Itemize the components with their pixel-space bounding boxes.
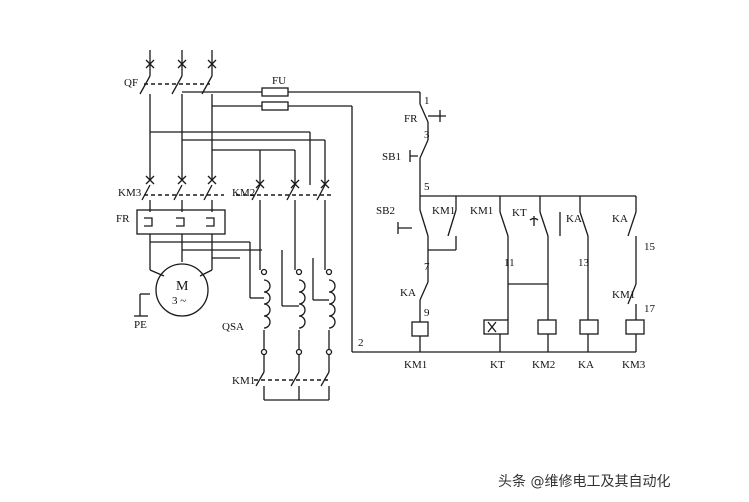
power-bus <box>149 131 326 185</box>
pe-label: PE <box>134 319 147 331</box>
fu-fuses <box>182 87 420 352</box>
coil-kt-label: KT <box>490 359 505 371</box>
fu-label: FU <box>272 75 286 87</box>
motor <box>134 263 213 317</box>
node-1: 1 <box>424 95 430 107</box>
node-11: 11 <box>504 257 515 269</box>
motor-phase-label: 3 ~ <box>172 295 186 307</box>
km1-contact-a-label: KM1 <box>432 205 455 217</box>
km1-bottom-label: KM1 <box>232 375 255 387</box>
km1-contact-c-label: KM1 <box>612 289 635 301</box>
watermark-text: 头条 @维修电工及其自动化 <box>498 473 670 490</box>
control-circuit <box>352 92 645 353</box>
kt-contact-label: KT <box>512 207 527 219</box>
ka-contact-c-label: KA <box>612 213 628 225</box>
sb1-label: SB1 <box>382 151 401 163</box>
qf-label: QF <box>124 77 138 89</box>
km1-contact-b-label: KM1 <box>470 205 493 217</box>
qsa-autotransformer <box>249 242 336 356</box>
fr-thermal-relay <box>136 209 262 270</box>
km3-contacts <box>141 175 224 212</box>
ka-contact-b-label: KA <box>566 213 582 225</box>
ka-contact-label: KA <box>400 287 416 299</box>
km2-label: KM2 <box>232 187 255 199</box>
fr-power-label: FR <box>116 213 130 225</box>
coil-km1-label: KM1 <box>404 359 427 371</box>
node-13: 13 <box>578 257 590 269</box>
node-9: 9 <box>424 307 430 319</box>
qf-breaker <box>139 50 217 150</box>
node-3: 3 <box>424 129 430 141</box>
km2-contacts <box>236 179 332 270</box>
node-17: 17 <box>644 303 656 315</box>
km1-star-contacts <box>254 355 330 401</box>
fr-ctrl-label: FR <box>404 113 418 125</box>
qsa-label: QSA <box>222 321 244 333</box>
motor-label: M <box>176 279 189 294</box>
coil-km2-label: KM2 <box>532 359 555 371</box>
coil-km3-label: KM3 <box>622 359 646 371</box>
node-7: 7 <box>424 261 430 273</box>
node-15: 15 <box>644 241 656 253</box>
node-2: 2 <box>358 337 364 349</box>
sb2-label: SB2 <box>376 205 395 217</box>
km3-label: KM3 <box>118 187 142 199</box>
coil-ka-label: KA <box>578 359 594 371</box>
node-5: 5 <box>424 181 430 193</box>
